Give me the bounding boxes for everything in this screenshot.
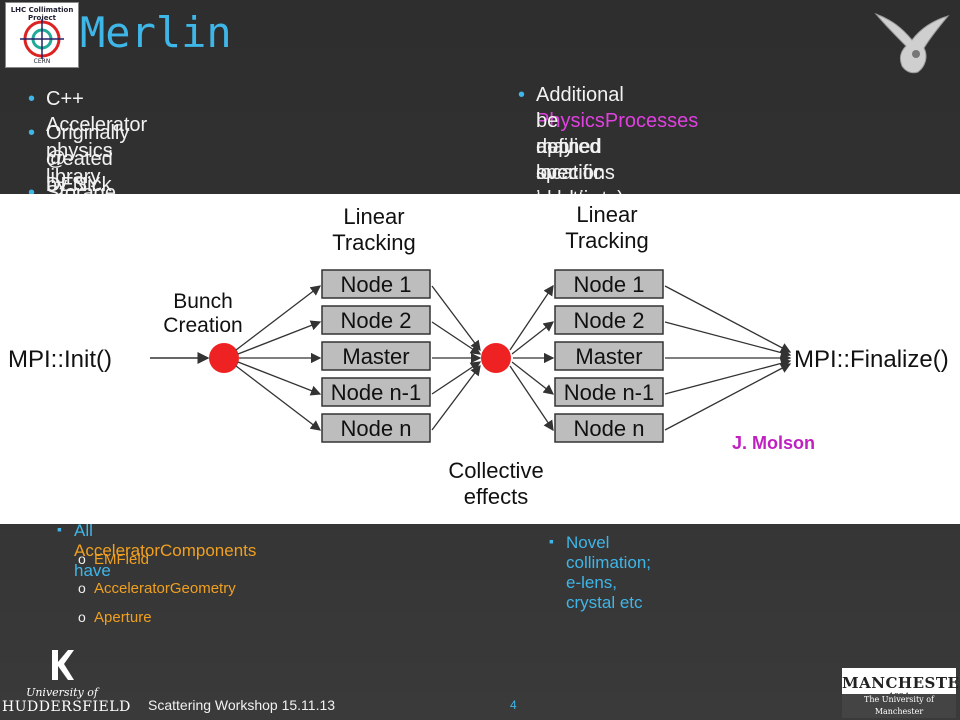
manchester-name: MANCHESTER — [842, 674, 960, 692]
node-label: Node 2 — [574, 308, 645, 333]
arrow-noden1-finalize — [664, 358, 792, 395]
bunch-label-2: Creation — [163, 314, 242, 337]
bunch-creation-node — [209, 343, 239, 373]
arrow-node1-collective — [431, 285, 481, 352]
logo-line1: LHC Collimation — [10, 6, 74, 14]
node-box — [321, 341, 431, 371]
mpi-diagram-figure: MPI::Init() Bunch Creation Linear Tracki… — [0, 194, 960, 524]
physics-suffix: may — [536, 136, 574, 158]
logo-line2: Project — [27, 14, 57, 22]
node-label: Node n — [341, 416, 412, 441]
arrow-bunch-node2 — [237, 320, 322, 355]
node-box — [554, 413, 664, 443]
arrow-node2-finalize — [664, 321, 792, 358]
node-label: Node n-1 — [331, 380, 422, 405]
node-box — [321, 377, 431, 407]
arrow-bunch-noden1 — [237, 361, 322, 396]
node-label: Master — [342, 344, 409, 369]
footer-text: Scattering Workshop 15.11.13 — [148, 697, 336, 713]
mpi-finalize-label: MPI::Finalize() — [794, 346, 949, 373]
manchester-sub: The University of Manchester — [842, 694, 956, 718]
mpi-diagram: MPI::Init() Bunch Creation Linear Tracki… — [8, 202, 949, 509]
arrow-noden1-collective — [431, 361, 482, 395]
arrow-node1-finalize — [664, 285, 792, 353]
node-label: Node 1 — [574, 272, 645, 297]
hud-line2: HUDDERSFIELD — [2, 699, 131, 715]
mpi-init-label: MPI::Init() — [8, 346, 112, 373]
node-box — [554, 305, 664, 335]
node-label: Node n — [574, 416, 645, 441]
item-emfield: EMField — [78, 551, 149, 568]
node-column-1: Node 1 Node 2 Master Node n-1 Node n — [321, 269, 431, 443]
components-prefix: All — [74, 521, 93, 540]
node-label: Node 2 — [341, 308, 412, 333]
collective-effects-node — [481, 343, 511, 373]
physics-prefix: Additional — [536, 84, 624, 106]
arrow-bunch-node1 — [235, 285, 322, 351]
arrow-node2-collective — [431, 321, 482, 355]
arrow-coll-noden1 — [511, 361, 555, 395]
merlin-bird-icon — [874, 12, 950, 74]
physics-highlight: PhysicsProcesses — [536, 110, 699, 132]
tracking-label-2-b: Tracking — [565, 228, 649, 253]
arrow-coll-noden — [509, 365, 554, 432]
subbullet-novel-collimation: Novel collimation; e-lens, crystal etc — [549, 533, 651, 613]
tracking-label-1-b: Tracking — [332, 230, 416, 255]
crosshair-icon — [20, 19, 64, 59]
hud-line1: University of — [26, 686, 98, 699]
arrow-noden-collective — [431, 364, 481, 431]
node-label: Node 1 — [341, 272, 412, 297]
logo-line3: CERN — [33, 58, 51, 65]
collective-label-2: effects — [464, 484, 528, 509]
slide-title: Merlin — [80, 8, 232, 57]
manchester-logo: MANCHESTER 1824 The University of Manche… — [842, 668, 960, 718]
collective-label-1: Collective — [448, 458, 543, 483]
tracking-label-2-a: Linear — [576, 202, 637, 227]
arrow-coll-node1 — [509, 284, 554, 351]
arrow-bunch-noden — [235, 365, 322, 431]
node-label: Master — [575, 344, 642, 369]
bullet-physics-processes: Additional PhysicsProcesses may — [518, 82, 699, 160]
tracking-label-1-a: Linear — [343, 204, 404, 229]
item-aperture: Aperture — [78, 609, 151, 626]
node-column-2: Node 1 Node 2 Master Node n-1 Node n — [554, 269, 664, 443]
bunch-label-1: Bunch — [173, 290, 233, 313]
arrow-noden-finalize — [664, 363, 792, 431]
item-accelerator-geometry: AcceleratorGeometry — [78, 580, 236, 597]
credit-label: J. Molson — [732, 433, 816, 453]
page-number: 4 — [510, 698, 517, 712]
node-label: Node n-1 — [564, 380, 655, 405]
node-box — [321, 269, 431, 299]
node-box — [554, 269, 664, 299]
node-box — [321, 413, 431, 443]
arrow-coll-node2 — [511, 321, 555, 355]
huddersfield-emblem-icon — [52, 650, 74, 680]
node-box — [554, 377, 664, 407]
node-box — [554, 341, 664, 371]
node-box — [321, 305, 431, 335]
